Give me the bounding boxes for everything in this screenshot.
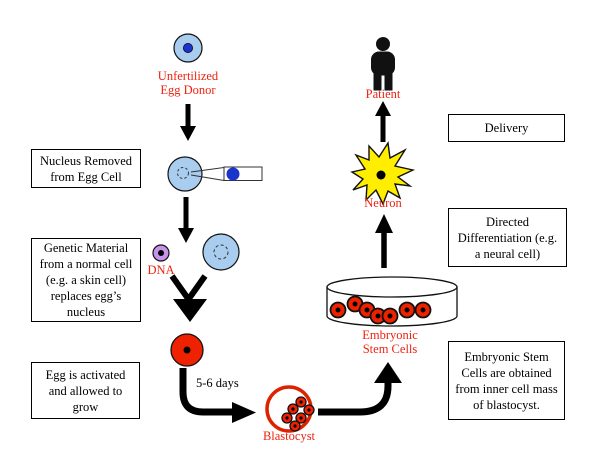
neuron-label: Neuron	[364, 196, 402, 210]
box-line: Differentiation (e.g.	[457, 230, 558, 245]
label-line: Stem Cells	[362, 342, 418, 356]
patient-label: Patient	[365, 87, 401, 101]
box-line: Nucleus Removed	[40, 153, 132, 168]
arrow-up-2	[375, 101, 391, 142]
delivery-box: Delivery	[448, 114, 565, 142]
arrow-curve-up	[318, 362, 402, 416]
activated-egg-icon	[170, 333, 204, 367]
arrow-up-1	[375, 214, 393, 268]
box-line: Egg is activated	[45, 367, 126, 382]
removed-nucleus-icon	[226, 167, 240, 181]
arrow-converge	[169, 274, 208, 322]
embryonic-stem-cells-label: Embryonic Stem Cells	[349, 328, 431, 356]
box-line: from a normal cell	[39, 257, 133, 271]
box-line: Delivery	[484, 121, 529, 135]
unfertilized-egg-donor-label: Unfertilized Egg Donor	[128, 69, 248, 97]
enucleated-egg-icon	[202, 233, 240, 271]
box-line: Genetic Material	[43, 241, 129, 255]
box-line: of blastocyst.	[473, 397, 540, 412]
box-line: Cells are obtained	[461, 365, 552, 380]
arrow-curve-right	[179, 368, 256, 423]
box-line: and allowed to	[48, 383, 123, 398]
blastocyst-label: Blastocyst	[262, 429, 316, 443]
box-line: Embryonic Stem	[464, 349, 549, 364]
box-line: Directed	[485, 214, 530, 229]
dna-label: DNA	[147, 263, 175, 277]
nucleus-removed-box: Nucleus Removed from Egg Cell	[31, 149, 141, 188]
box-line: replaces egg’s	[50, 289, 122, 303]
patient-icon	[371, 37, 395, 91]
egg-activated-box: Egg is activated and allowed to grow	[31, 362, 140, 419]
label-line: Embryonic	[362, 328, 418, 342]
escells-obtained-box: Embryonic Stem Cells are obtained from i…	[448, 341, 565, 420]
pipette-enucleation-icon	[167, 156, 263, 192]
directed-differentiation-box: Directed Differentiation (e.g. a neural …	[448, 208, 567, 267]
stem-cells-icon	[329, 295, 432, 325]
blastocyst-icon	[265, 385, 315, 433]
genetic-material-box: Genetic Material from a normal cell (e.g…	[31, 238, 141, 322]
box-line: from inner cell mass	[455, 381, 558, 396]
box-line: a neural cell)	[474, 246, 541, 261]
neuron-icon	[350, 141, 416, 206]
unfertilized-egg-icon	[173, 33, 203, 63]
box-line: (e.g. a skin cell)	[45, 273, 127, 287]
arrow-down-2	[178, 197, 194, 243]
label-line: Unfertilized	[157, 69, 219, 83]
box-line: from Egg Cell	[50, 169, 122, 184]
five-six-days-label: 5-6 days	[196, 376, 239, 390]
box-line: nucleus	[66, 305, 106, 319]
dna-cell-icon	[152, 244, 170, 262]
petri-dish-icon	[326, 276, 458, 327]
arrow-down-1	[180, 104, 196, 141]
box-line: grow	[72, 399, 99, 414]
label-line: Egg Donor	[160, 83, 216, 97]
